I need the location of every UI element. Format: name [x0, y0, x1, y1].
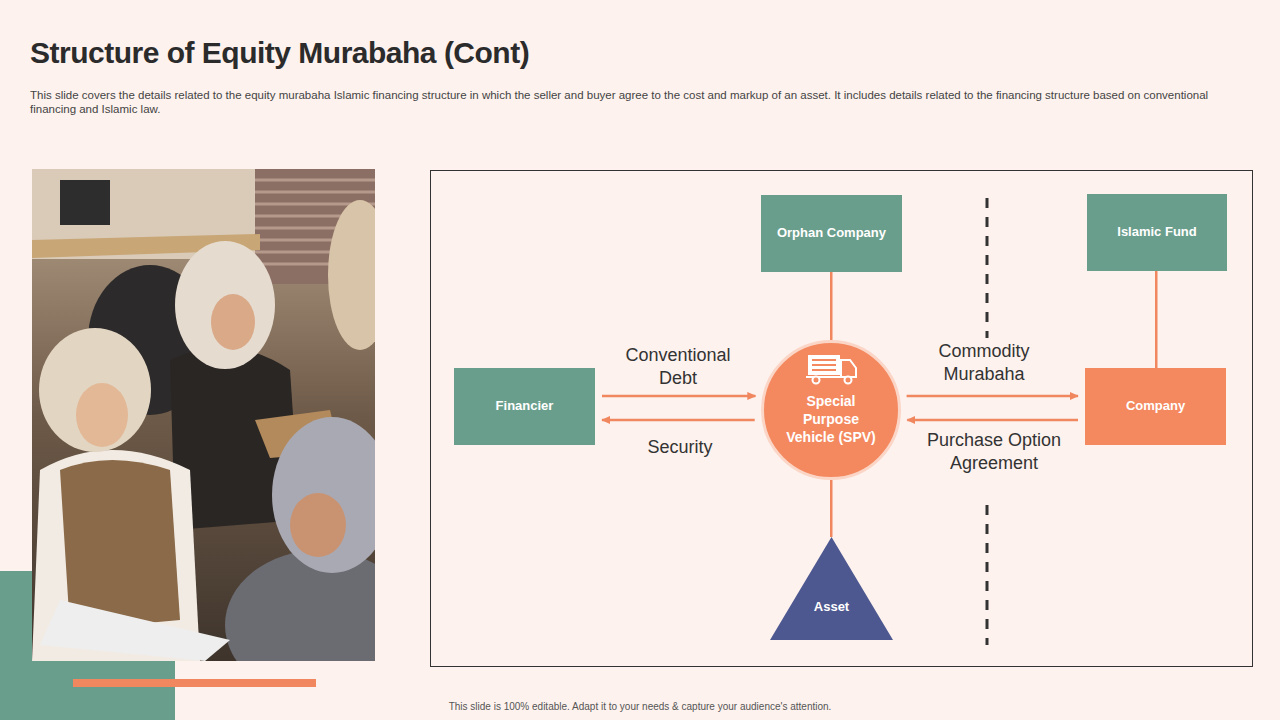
flow-arrow [602, 419, 755, 422]
flow-arrow [907, 419, 1078, 422]
node-label: Islamic Fund [1117, 224, 1196, 241]
triangle-outline [770, 537, 893, 640]
node-label: Asset [814, 599, 849, 616]
photo-hijab [328, 200, 375, 350]
footer-note: This slide is 100% editable. Adapt it to… [0, 701, 1280, 714]
photo-monitor [60, 180, 110, 225]
node-label: Special Purpose Vehicle (SPV) [777, 392, 885, 447]
circle-outline [763, 342, 900, 479]
party-box: Islamic Fund [1087, 194, 1227, 271]
photo-face [76, 383, 128, 447]
divider-dashed-line [986, 198, 989, 338]
party-box: Financier [454, 368, 595, 445]
connector-line [830, 480, 833, 537]
photo-face [290, 493, 346, 557]
photo-hijab [272, 417, 375, 573]
party-box: Company [1085, 368, 1226, 445]
connector-line [1155, 271, 1158, 368]
slide-description: This slide covers the details related to… [30, 88, 1220, 117]
spv-circle: Special Purpose Vehicle (SPV) [761, 340, 901, 480]
photo [32, 169, 375, 661]
divider-dashed-line [986, 505, 989, 645]
flow-arrow [602, 395, 755, 398]
node-label: Company [1126, 398, 1185, 415]
edge-label: Commodity Murabaha [899, 340, 1069, 385]
party-box: Orphan Company [761, 195, 902, 272]
node-label: Orphan Company [777, 225, 886, 242]
triangle-shape [770, 537, 893, 640]
connector-line [830, 272, 833, 340]
accent-bar [73, 679, 316, 687]
edge-label: Security [620, 436, 740, 459]
edge-label: Purchase Option Agreement [904, 429, 1084, 474]
photo-hijab [175, 241, 275, 369]
slide-title: Structure of Equity Murabaha (Cont) [30, 36, 529, 70]
diagram-frame [431, 171, 1253, 667]
node-label: Financier [496, 398, 554, 415]
circle-shape [761, 340, 901, 480]
truck-icon [806, 355, 856, 384]
flow-arrow [907, 395, 1078, 398]
edge-label: Conventional Debt [613, 344, 743, 389]
photo-face [211, 294, 255, 350]
photo-paper [40, 600, 230, 661]
photo-hijab [39, 328, 151, 452]
asset-triangle: Asset [770, 537, 893, 640]
